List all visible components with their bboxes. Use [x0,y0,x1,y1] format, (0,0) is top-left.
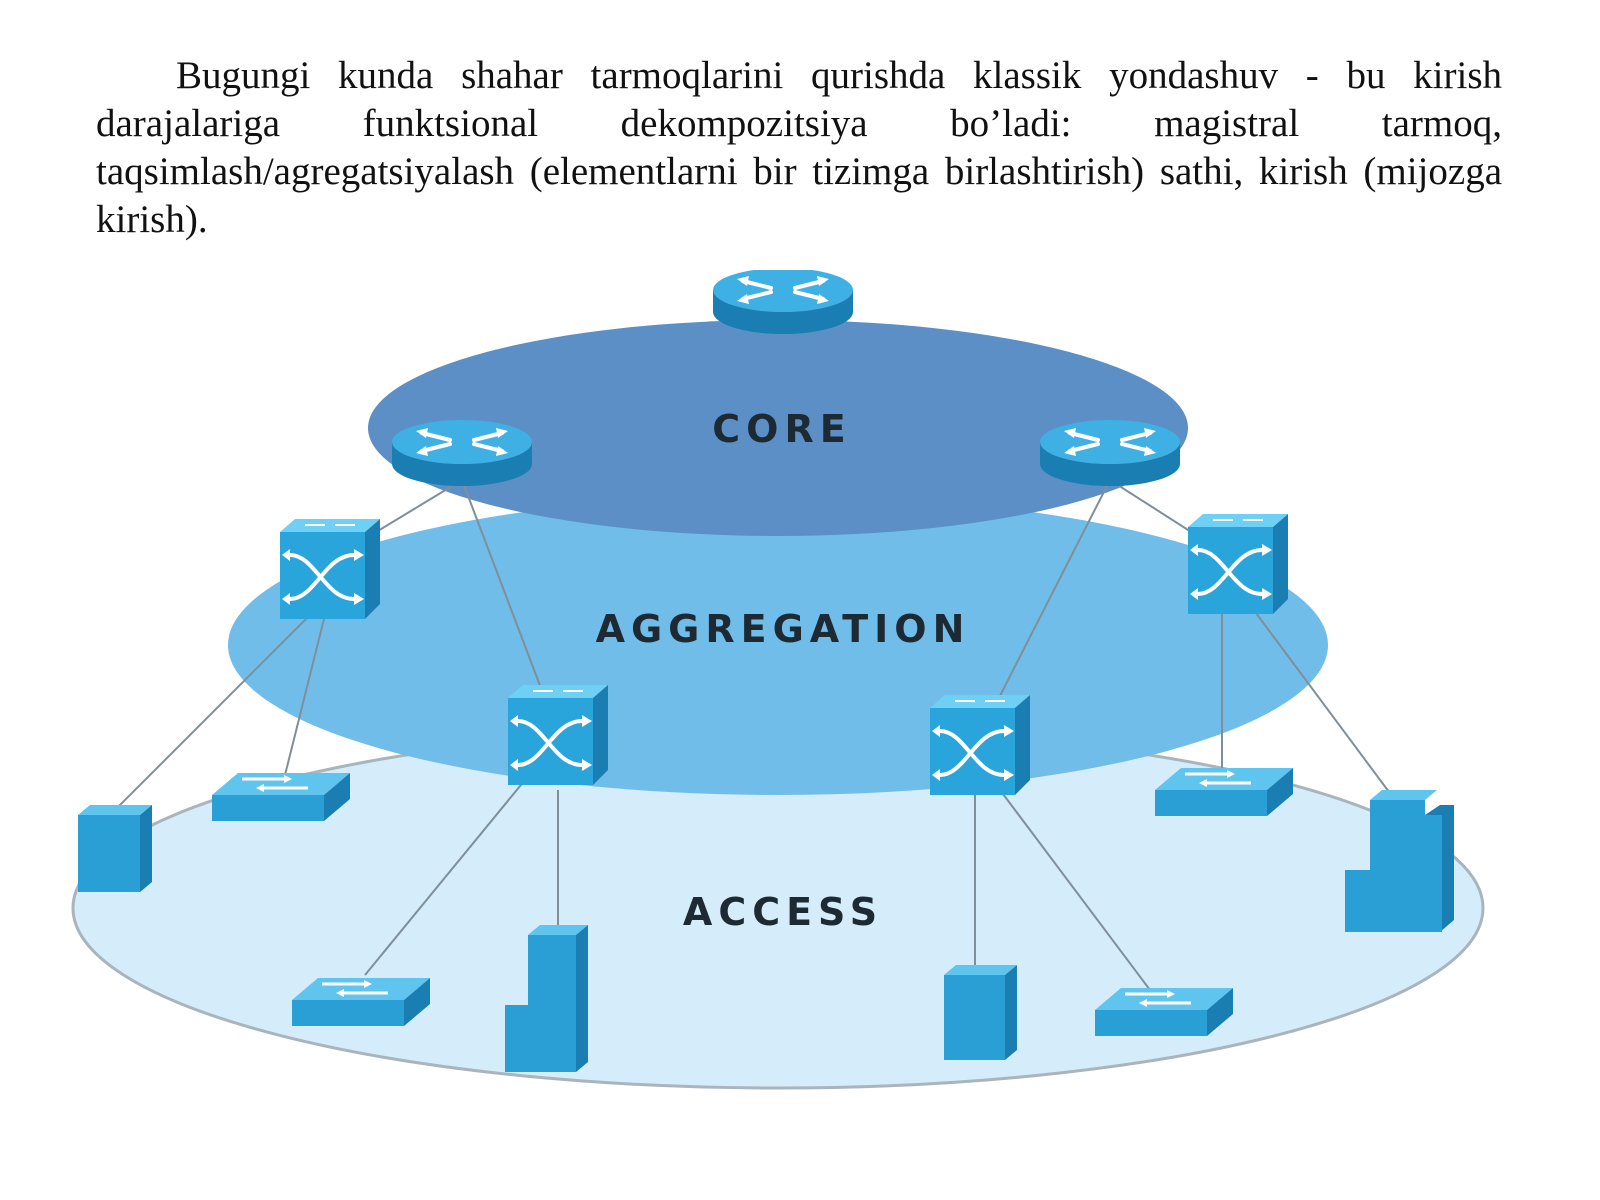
intro-paragraph: Bugungi kunda shahar tarmoqlarini qurish… [96,54,1502,241]
access-server-4 [1345,790,1454,932]
access-server-1 [78,805,152,892]
aggregation-switch-center-left [506,683,610,787]
access-server-3 [944,965,1017,1060]
core-layer-label: CORE [712,407,851,451]
access-switch-3 [290,976,432,1028]
access-layer-label: ACCESS [683,890,883,934]
core-router-right [1038,418,1182,488]
network-hierarchy-diagram: CORE AGGREGATION ACCESS [71,270,1485,1090]
core-router-top [711,270,855,336]
aggregation-switch-center-right [928,693,1032,797]
access-switch-4 [1093,986,1235,1038]
access-switch-2 [1153,766,1295,818]
aggregation-layer-label: AGGREGATION [596,607,971,651]
access-server-2 [505,925,588,1072]
aggregation-switch-right [1186,512,1290,616]
core-router-left [390,418,534,488]
core-layer-disc [368,320,1188,536]
access-switch-1 [210,771,352,823]
aggregation-layer-disc [228,495,1328,795]
aggregation-switch-left [278,517,382,621]
